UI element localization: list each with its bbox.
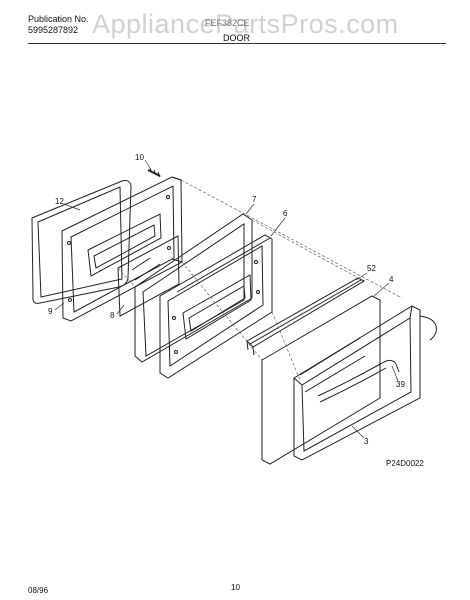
inner-glass-part [117, 235, 180, 317]
leader-lines [54, 159, 399, 439]
publication-label: Publication No. [28, 14, 89, 24]
footer-date: 08/96 [28, 586, 49, 595]
footer-page-number: 10 [231, 583, 240, 592]
callout-10: 10 [135, 153, 144, 162]
outer-glass-part [261, 295, 381, 465]
door-frame-part [159, 234, 273, 379]
trim-strip-part [246, 277, 366, 356]
outer-door-panel-part [293, 305, 421, 461]
callout-39: 39 [396, 380, 405, 389]
header-rule [28, 43, 446, 44]
callout-labels: 10 12 7 6 52 4 9 8 39 3 P24D0022 [48, 153, 424, 468]
door-gasket-part [31, 180, 132, 304]
assembly-guide-lines [117, 179, 403, 381]
watermark: AppliancePartsPros.com [92, 9, 399, 39]
callout-12: 12 [55, 197, 64, 206]
callout-4: 4 [389, 275, 394, 284]
door-handle-part [317, 315, 437, 403]
callout-3: 3 [364, 437, 369, 446]
section-title: DOOR [223, 33, 250, 43]
callout-8: 8 [110, 311, 115, 320]
callout-6: 6 [283, 209, 288, 218]
screw-part [147, 167, 161, 178]
callout-9: 9 [48, 307, 53, 316]
diagram-code: P24D0022 [386, 459, 424, 468]
publication-number: 5995287892 [28, 25, 79, 35]
callout-52: 52 [367, 264, 376, 273]
model-number: FEF382CE [205, 18, 250, 28]
callout-7: 7 [252, 195, 257, 204]
insulation-part [134, 213, 253, 363]
